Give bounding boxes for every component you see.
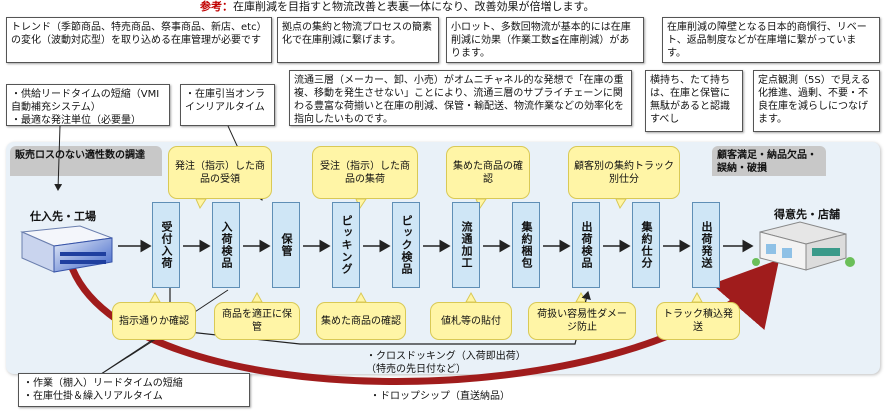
small-lot-box: 小ロット、多数回物流が基本的には在庫削減に効果（作業工数≦在庫削減）があります。	[446, 17, 644, 63]
note-text: 在庫削減を目指すと物流改善と表裏一体になり、改善効果が倍増します。	[233, 0, 595, 13]
bubble-price-tag: 値札等の貼付	[430, 302, 512, 340]
bubble-check-instruction: 指示通りか確認	[112, 302, 196, 340]
realtime-box: ・在庫引当オンラインリアルタイム	[180, 84, 275, 126]
step-storage: 保管	[272, 202, 300, 288]
step-inbound-inspection: 入荷検品	[212, 202, 240, 288]
fixed-point-box: 定点観測（5S）で見える化推進、過剰、不要・不良在庫を減らしにつなげます。	[753, 70, 880, 132]
work-lead-box: ・作業（棚入）リードタイムの短縮 ・在庫仕掛＆繰入リアルタイム	[18, 373, 250, 407]
bubble-collect: 受注（指示）した商品の集荷	[312, 146, 418, 199]
lead-time-box: ・供給リードタイムの短縮（VMI自動補充システム） ・最適な発注単位（必要量）	[6, 84, 170, 126]
bubble-damage-prevention: 荷扱い容易性ダメージ防止	[528, 302, 636, 340]
bubble-confirm-top: 集めた商品の確認	[446, 146, 530, 199]
bubble-store-properly: 商品を適正に保管	[214, 302, 300, 340]
step-shipping: 出荷発送	[692, 202, 720, 288]
right-tag: 顧客満足・納品欠品・誤納・破損	[712, 146, 826, 176]
store-icon	[752, 221, 855, 271]
drop-ship-label: ・ドロップシップ（直送納品）	[370, 391, 510, 402]
step-outbound-inspection: 出荷検品	[572, 202, 600, 288]
header-note: 参考：在庫削減を目指すと物流改善と表裏一体になり、改善効果が倍増します。	[200, 0, 594, 14]
left-tag: 販売ロスのない適性数の調達	[10, 146, 162, 176]
step-packing: 集約梱包	[512, 202, 540, 288]
bubble-confirm-bottom: 集めた商品の確認	[316, 302, 406, 340]
step-picking: ピッキング	[332, 202, 360, 288]
trade-custom-box: 在庫削減の障壁となる日本的商慣行、リベート、返品制度などが在庫増に繋がっています…	[662, 17, 880, 63]
bubble-truck-loading: トラック積込発送	[656, 302, 740, 340]
bubble-sort: 顧客別の集約トラック別仕分	[568, 146, 680, 199]
step-processing: 流通加工	[452, 202, 480, 288]
cross-docking-label: ・クロスドッキング（入荷即出荷） （特売の先日付など）	[366, 351, 526, 375]
sideways-box: 横持ち、たて持ちは、在庫と保管に無駄があると認識すべし	[645, 70, 743, 132]
note-label: 参考：	[200, 0, 233, 13]
three-layer-box: 流通三層（メーカー、卸、小売）がオムニチャネル的な発想で「在庫の重複、移動を発生…	[289, 70, 632, 126]
trend-box: トレンド（季節商品、特売商品、祭事商品、新店、etc）の変化（波動対応型）を取り…	[6, 17, 272, 63]
step-receiving: 受付入荷	[152, 202, 180, 288]
factory-icon	[20, 225, 113, 273]
hub-consolidation-box: 拠点の集約と物流プロセスの簡素化で在庫削減に繋げます。	[277, 17, 439, 63]
supplier-label: 仕入先・工場	[30, 210, 96, 223]
customer-label: 得意先・店舗	[774, 208, 840, 221]
bubble-receive: 発注（指示）した商品の受領	[168, 146, 272, 199]
step-sorting: 集約仕分	[632, 202, 660, 288]
step-pick-inspection: ピック検品	[392, 202, 420, 288]
